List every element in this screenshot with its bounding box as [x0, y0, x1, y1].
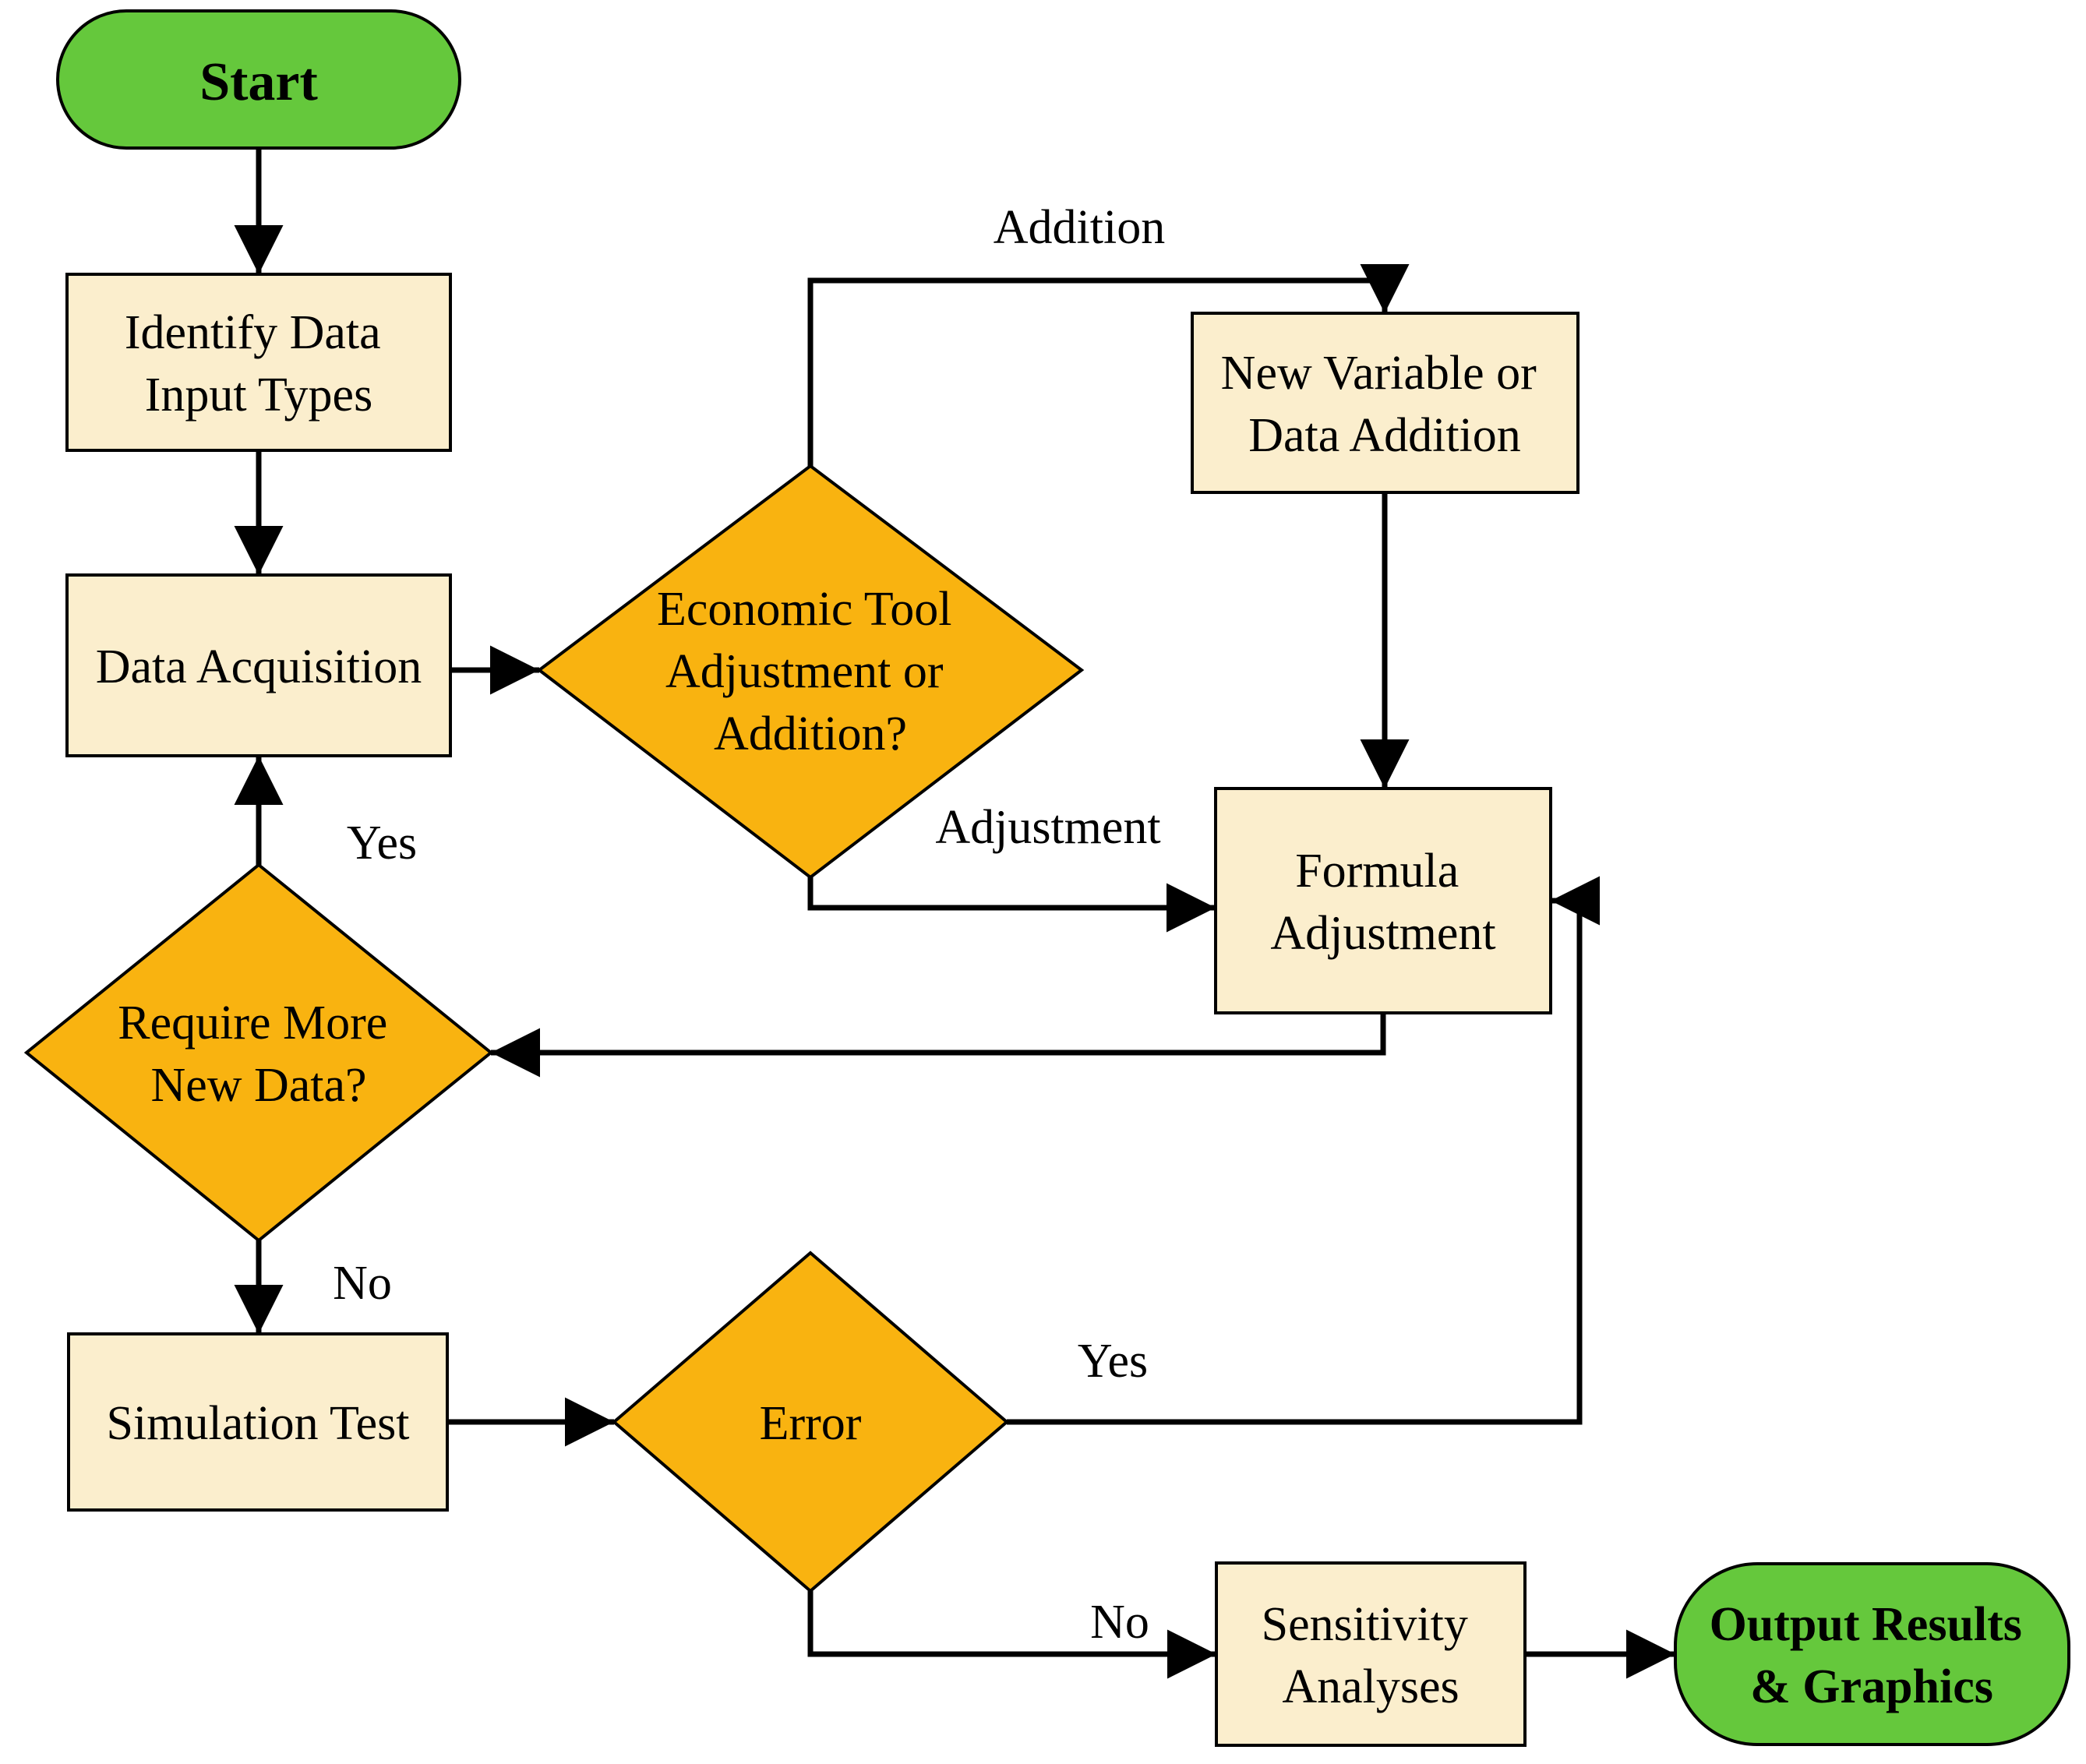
edge-econ-decision-addition-to-new-variable — [807, 264, 1410, 466]
require-more-new-data-label: Require More New Data? — [118, 997, 400, 1112]
addition-branch-label: Addition — [994, 201, 1165, 254]
error-yes-label: Yes — [1078, 1335, 1148, 1388]
start-node-label: Start — [199, 52, 318, 112]
data-acquisition-label: Data Acquisition — [96, 640, 422, 693]
data-acquisition-node — [65, 573, 452, 757]
output-results-graphics-label: Output Results & Graphics — [1710, 1598, 2035, 1713]
require-more-no-label: No — [333, 1257, 392, 1310]
economic-tool-decision-node — [536, 464, 1085, 880]
new-variable-or-data-addition-label: New Variable or Data Addition — [1221, 347, 1549, 462]
edge-error-yes-to-formula — [1007, 876, 1600, 1425]
edge-econ-decision-adjustment-to-formula — [807, 877, 1216, 933]
formula-adjustment-node — [1214, 787, 1552, 1014]
simulation-test-label: Simulation Test — [107, 1397, 410, 1450]
economic-tool-decision-label: Economic Tool Adjustment or Addition? — [657, 583, 964, 760]
new-variable-or-data-addition-node — [1191, 312, 1580, 494]
error-no-label: No — [1090, 1596, 1149, 1649]
formula-adjustment-label: Formula Adjustment — [1270, 845, 1495, 960]
sensitivity-analyses-node — [1215, 1561, 1527, 1747]
error-decision-node — [611, 1251, 1010, 1593]
identify-data-input-types-node — [65, 273, 452, 452]
simulation-test-node — [67, 1332, 449, 1512]
edge-error-no-to-sensitivity — [807, 1591, 1216, 1679]
require-more-yes-label: Yes — [347, 817, 417, 870]
start-node — [56, 9, 461, 150]
adjustment-branch-label: Adjustment — [935, 801, 1160, 854]
identify-data-input-types-label: Identify Data Input Types — [125, 306, 393, 422]
require-more-new-data-decision-node — [23, 863, 494, 1243]
edge-formula-to-require-more — [491, 1013, 1386, 1078]
sensitivity-analyses-label: Sensitivity Analyses — [1262, 1598, 1481, 1713]
output-results-graphics-node — [1674, 1562, 2070, 1746]
error-decision-label: Error — [760, 1397, 862, 1450]
